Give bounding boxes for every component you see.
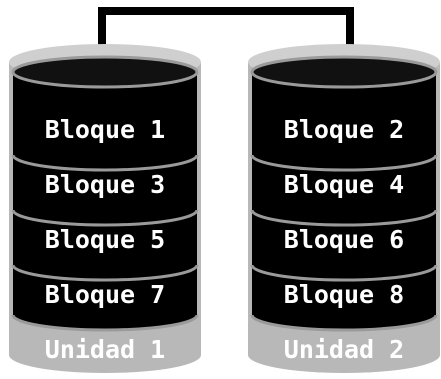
- block-label: Bloque 7: [45, 280, 165, 309]
- block-divider: [250, 264, 438, 282]
- drive-1-stack-top: [11, 55, 199, 89]
- drive-2: Bloque 2 Bloque 4 Bloque 6 Bloque 8 Unid…: [248, 44, 440, 373]
- drive-2-stack: [252, 72, 436, 330]
- block-divider: [250, 209, 438, 227]
- block-divider: [11, 314, 199, 332]
- block-divider: [250, 314, 438, 332]
- drive-1-stack: [13, 72, 197, 330]
- block-label: Bloque 6: [284, 225, 404, 254]
- block-label: Bloque 3: [45, 170, 165, 199]
- block-divider: [11, 154, 199, 172]
- drive-connector: [98, 7, 354, 60]
- block-label: Bloque 5: [45, 225, 165, 254]
- block-label: Bloque 4: [284, 170, 404, 199]
- block-label: Bloque 1: [45, 115, 165, 144]
- drive-2-stack-top: [250, 55, 438, 89]
- block-divider: [250, 154, 438, 172]
- drive-1: Bloque 1 Bloque 3 Bloque 5 Bloque 7 Unid…: [9, 44, 201, 373]
- drive-label: Unidad 1: [45, 335, 165, 364]
- block-label: Bloque 8: [284, 280, 404, 309]
- block-divider: [11, 264, 199, 282]
- block-divider: [11, 209, 199, 227]
- drive-label: Unidad 2: [284, 335, 404, 364]
- block-label: Bloque 2: [284, 115, 404, 144]
